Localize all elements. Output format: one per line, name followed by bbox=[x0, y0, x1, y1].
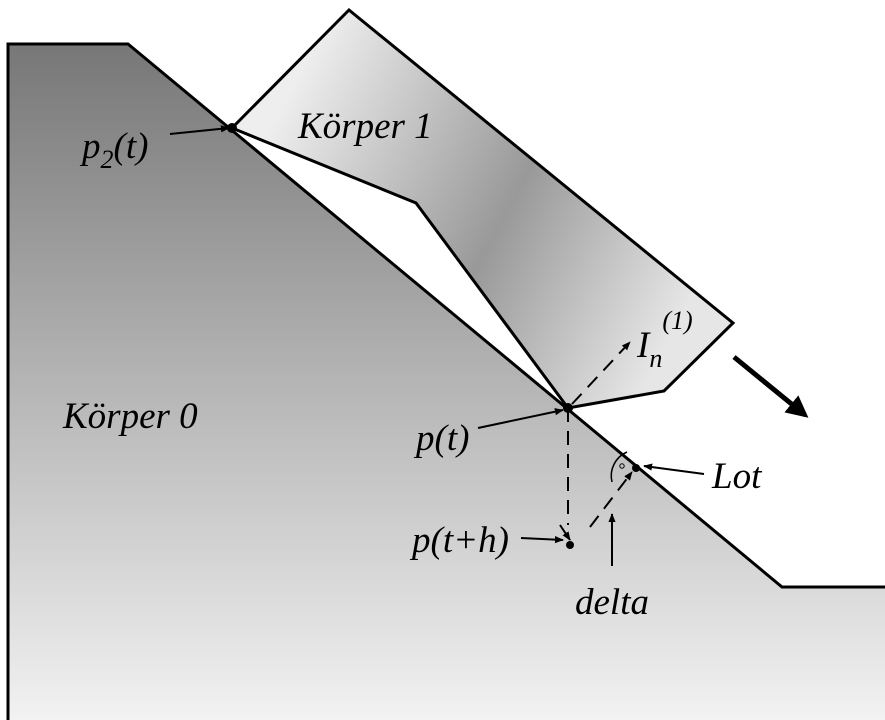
pointer-lot bbox=[643, 463, 705, 475]
label-lot: Lot bbox=[711, 456, 763, 497]
body-1-shape bbox=[229, 7, 736, 410]
label-p: p(t) bbox=[413, 418, 469, 459]
pointer-p2 bbox=[169, 125, 230, 135]
pointer-p bbox=[477, 408, 564, 429]
dashed-to-p-next bbox=[559, 524, 571, 541]
label-delta: delta bbox=[575, 582, 649, 623]
impulse-dashed bbox=[571, 341, 631, 405]
label-impulse: In(1) bbox=[636, 306, 693, 373]
point-p-next bbox=[566, 541, 574, 549]
right-angle-dot bbox=[619, 463, 625, 469]
right-angle-mark bbox=[610, 451, 628, 483]
label-body-0: Körper 0 bbox=[62, 396, 198, 437]
label-p2: p2(t) bbox=[79, 126, 148, 174]
point-lot bbox=[632, 464, 640, 472]
label-p-next: p(t+h) bbox=[409, 520, 509, 561]
body-0-outline bbox=[6, 42, 885, 720]
motion-arrow bbox=[732, 355, 809, 418]
delta-dashed bbox=[589, 471, 633, 528]
body-0-shape bbox=[8, 44, 885, 720]
pointer-p-next bbox=[520, 536, 564, 544]
label-body-1: Körper 1 bbox=[297, 106, 433, 147]
